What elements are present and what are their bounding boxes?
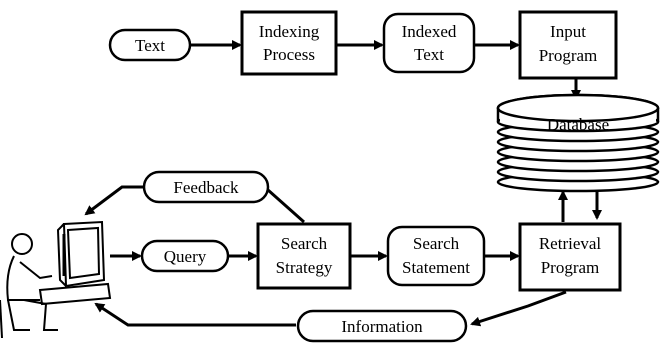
- retrieval-program-line1: Retrieval: [539, 234, 602, 253]
- search-strategy-line2: Strategy: [276, 258, 333, 277]
- node-search-statement: Search Statement: [386, 225, 486, 287]
- input-program-line2: Program: [539, 46, 598, 65]
- retrieval-program-line2: Program: [541, 258, 600, 277]
- node-text: Text: [108, 28, 192, 62]
- node-feedback: Feedback: [142, 170, 270, 204]
- search-statement-line1: Search: [413, 234, 460, 253]
- query-label: Query: [164, 247, 207, 266]
- edge-strategy-to-feedback: [267, 188, 305, 224]
- text-label: Text: [135, 36, 165, 55]
- node-input-program: Input Program: [518, 10, 618, 80]
- person-at-computer-icon: [0, 220, 112, 339]
- database-stack: Database: [496, 93, 660, 193]
- edges: [84, 40, 602, 327]
- node-information: Information: [296, 309, 468, 343]
- feedback-label: Feedback: [173, 178, 239, 197]
- indexing-process-line1: Indexing: [259, 22, 320, 41]
- node-indexed-text: Indexed Text: [382, 12, 476, 74]
- indexing-process-line2: Process: [263, 45, 315, 64]
- indexed-text-line2: Text: [414, 45, 444, 64]
- edge-feedback-to-user: [84, 185, 144, 216]
- input-program-line1: Input: [550, 22, 586, 41]
- node-search-strategy: Search Strategy: [256, 222, 352, 290]
- node-query: Query: [140, 239, 230, 273]
- edge-retrieval-to-information: [470, 290, 567, 327]
- node-indexing-process: Indexing Process: [240, 10, 338, 76]
- search-statement-line2: Statement: [402, 258, 470, 277]
- node-retrieval-program: Retrieval Program: [518, 222, 622, 292]
- indexed-text-line1: Indexed: [402, 22, 457, 41]
- edge-information-to-user: [94, 302, 296, 327]
- search-strategy-line1: Search: [281, 234, 328, 253]
- information-label: Information: [341, 317, 423, 336]
- database-label: Database: [547, 115, 609, 134]
